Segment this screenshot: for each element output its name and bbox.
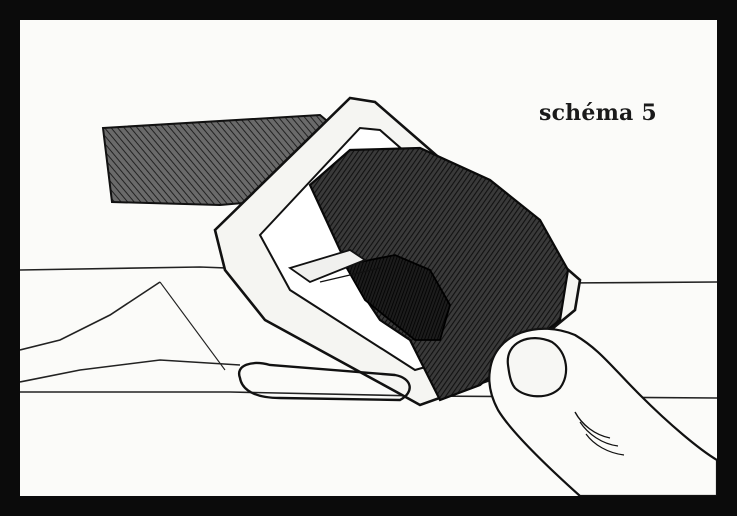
- sketch-panel: schéma 5: [20, 20, 717, 496]
- figure-caption: schéma 5: [539, 100, 657, 126]
- thumb: [489, 329, 717, 496]
- buckle-strap-sketch: [20, 20, 717, 496]
